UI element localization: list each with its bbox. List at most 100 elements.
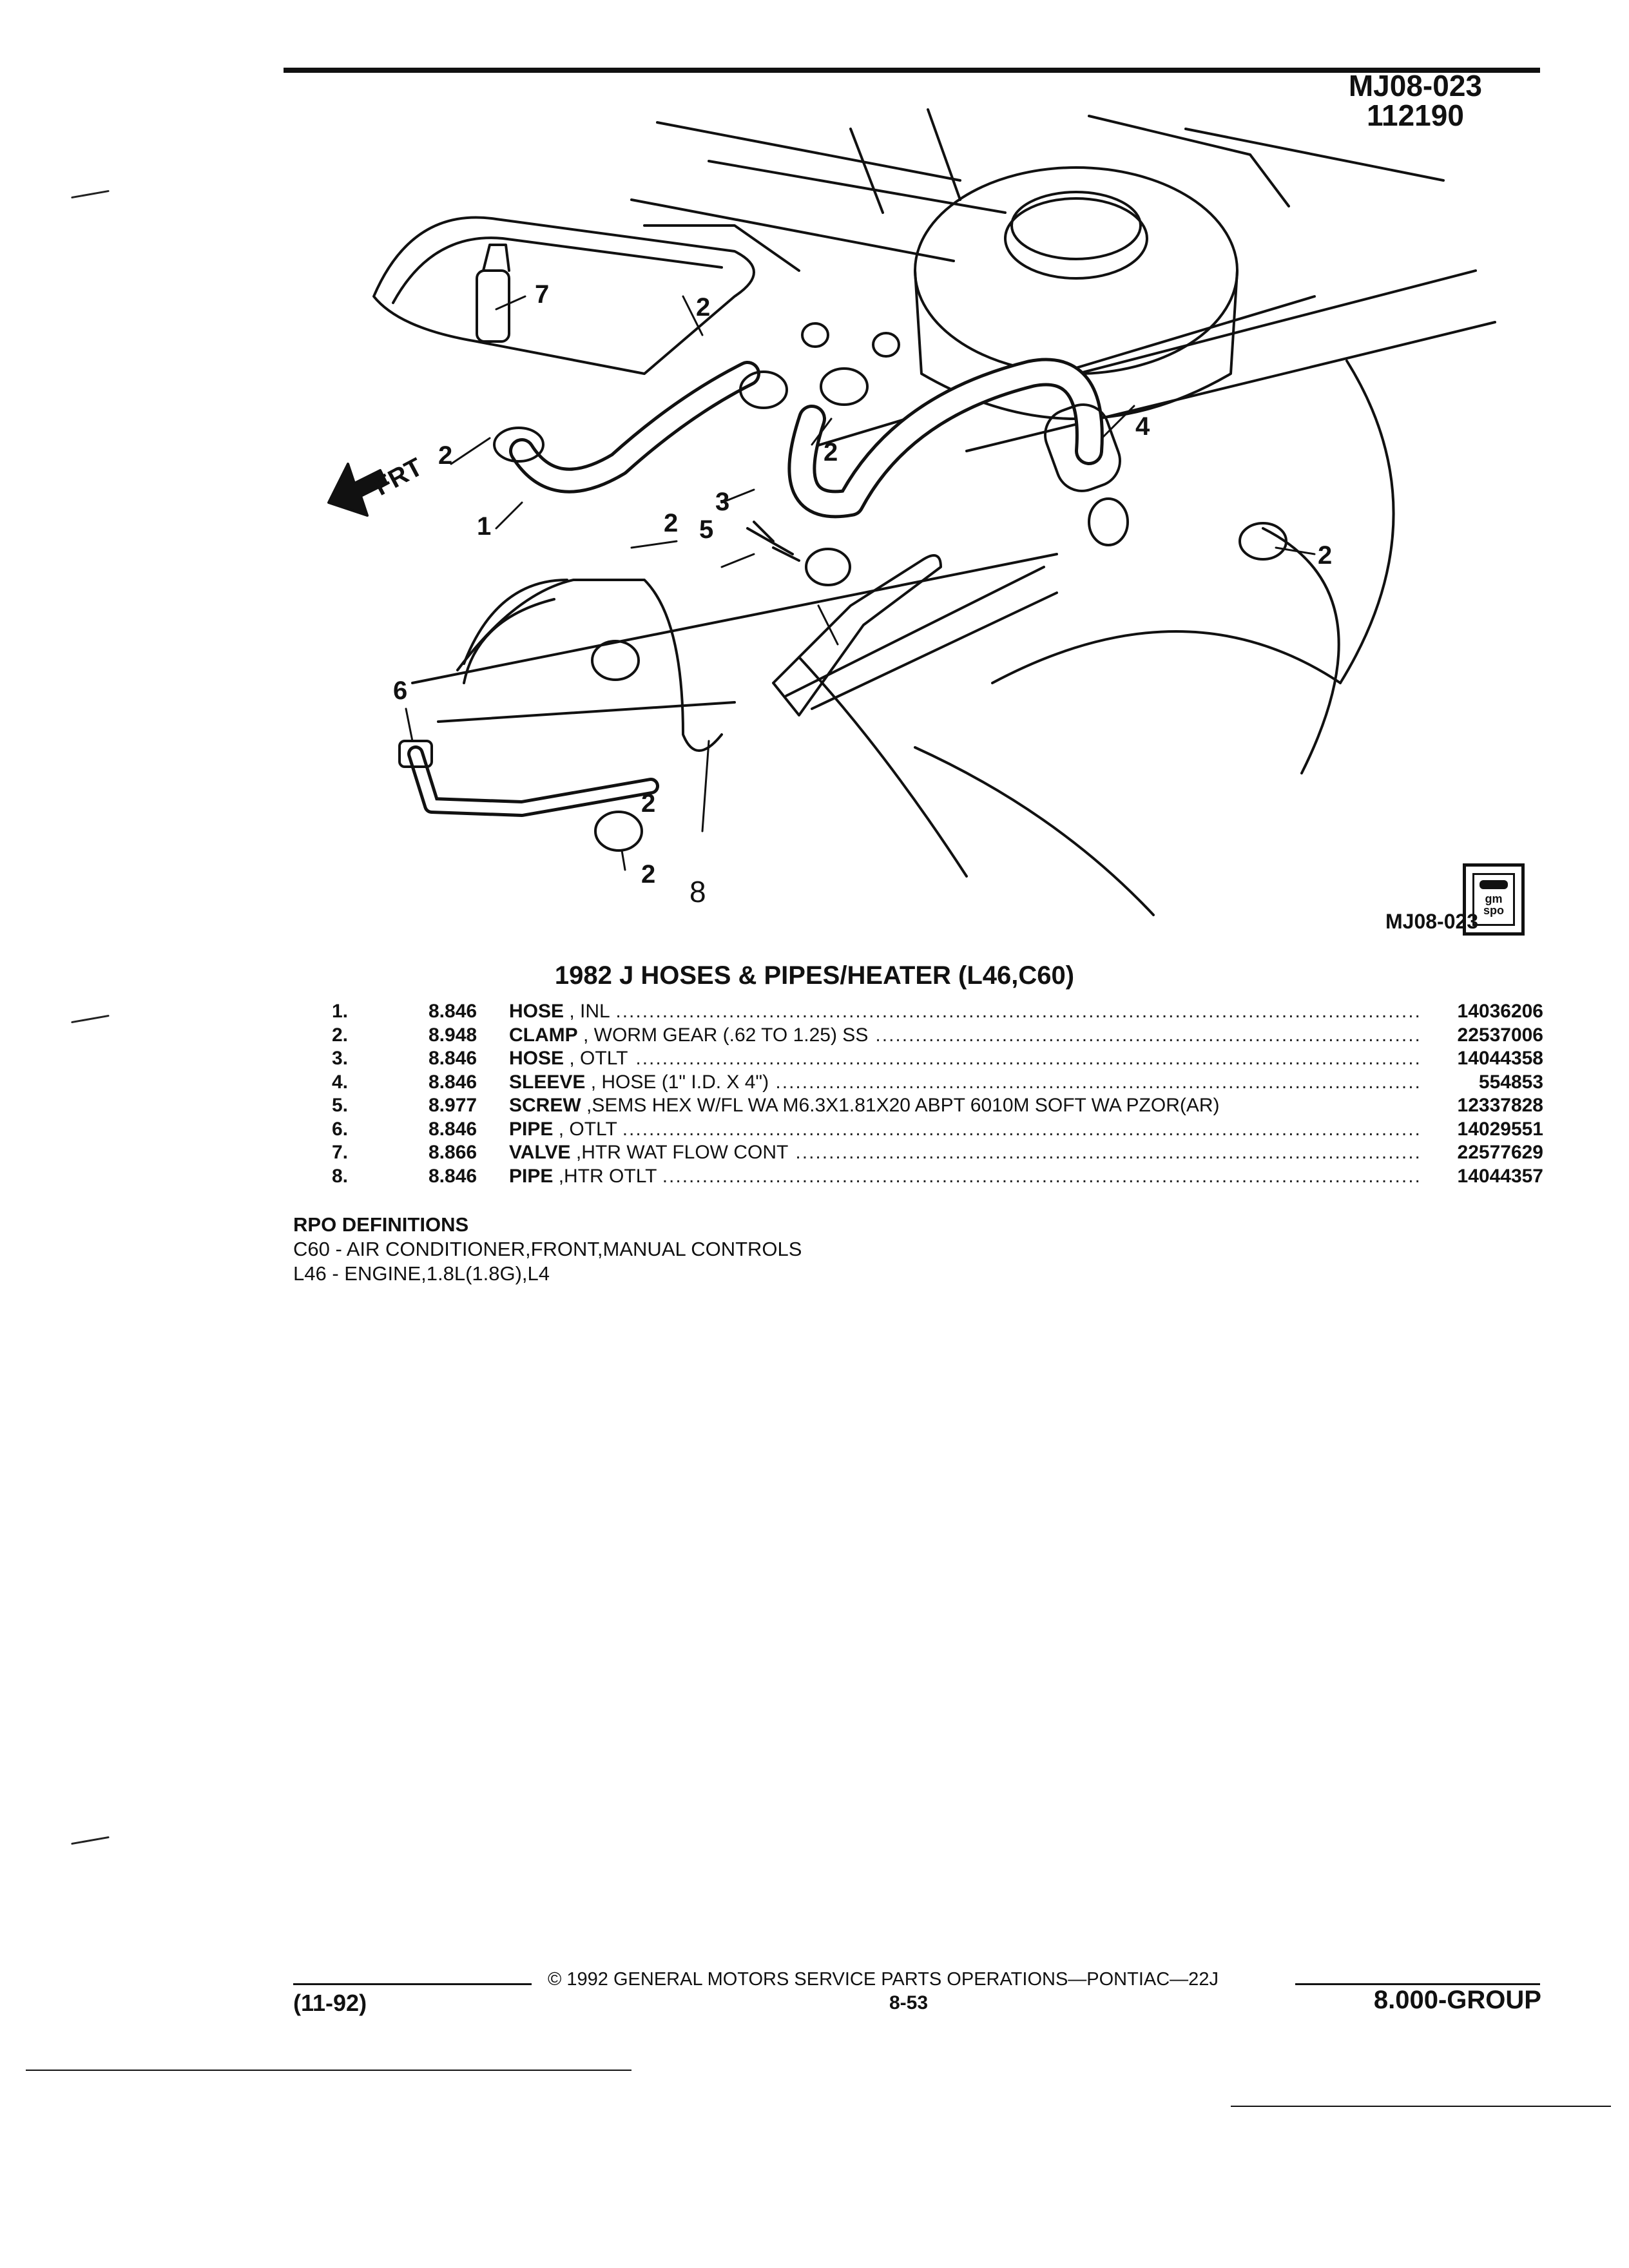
reference-code-id: MJ08-023 <box>1348 69 1482 102</box>
part-group: 8.948 <box>429 1024 477 1046</box>
callout-2f: 2 <box>641 789 655 818</box>
part-row: 1. 8.846 ...............................… <box>332 1000 1543 1024</box>
engine-bay-line <box>437 701 736 723</box>
part-row: 5. 8.977 SCREW ,SEMS HEX W/FL WA M6.3X1.… <box>332 1094 1543 1118</box>
engine-bay-line <box>656 121 961 182</box>
part-catalog-number: 22577629 <box>1451 1141 1543 1165</box>
rpo-definitions: RPO DEFINITIONS C60 - AIR CONDITIONER,FR… <box>293 1213 802 1286</box>
figure-id: MJ08-023 <box>1385 910 1479 933</box>
callout-5: 5 <box>699 515 713 544</box>
valve-cover <box>372 216 755 375</box>
engine-bay-line <box>965 321 1496 452</box>
lower-hose-body <box>456 579 723 752</box>
callout-2g: 2 <box>641 860 655 889</box>
callout-8: 8 <box>689 875 706 908</box>
parts-list-title: 1982 J HOSES & PIPES/HEATER (L46,C60) <box>554 961 1075 990</box>
heater-outlet-pipe <box>772 554 942 716</box>
clamp-group <box>493 367 1287 852</box>
copyright-line: © 1992 GENERAL MOTORS SERVICE PARTS OPER… <box>548 1969 1219 1990</box>
callout-2a: 2 <box>696 293 710 322</box>
callout-1: 1 <box>477 512 491 541</box>
part-number: 3. <box>332 1048 349 1069</box>
part-catalog-number: 22537006 <box>1451 1023 1543 1047</box>
part-number: 8. <box>332 1165 349 1187</box>
heater-valve-stem <box>482 244 510 272</box>
part-group: 8.846 <box>429 1165 477 1187</box>
part-row: 6. 8.846 ...............................… <box>332 1117 1543 1141</box>
outlet-pipe-fitting <box>398 740 433 768</box>
part-description: VALVE ,HTR WAT FLOW CONT <box>509 1141 795 1165</box>
part-group: 8.977 <box>429 1095 477 1116</box>
part-group: 8.846 <box>429 1118 477 1140</box>
callout-2d: 2 <box>1318 541 1332 570</box>
callout-2c: 2 <box>824 438 838 466</box>
gm-spo-logo-text: gm spo <box>1472 873 1515 926</box>
part-catalog-number: 14036206 <box>1451 1000 1543 1024</box>
top-rule <box>284 68 1540 73</box>
rpo-line: C60 - AIR CONDITIONER,FRONT,MANUAL CONTR… <box>293 1238 802 1260</box>
heater-valve <box>476 269 510 343</box>
part-number: 4. <box>332 1071 349 1093</box>
front-label: FRT <box>370 453 427 501</box>
part-description: CLAMP , WORM GEAR (.62 TO 1.25) SS <box>509 1023 875 1047</box>
outlet-pipe-inner <box>410 749 656 814</box>
grommet <box>801 322 829 348</box>
valve-cover-edge <box>392 236 723 304</box>
engine-bay-line <box>798 656 968 878</box>
part-description: SCREW ,SEMS HEX W/FL WA M6.3X1.81X20 ABP… <box>509 1094 1226 1118</box>
part-group: 8.846 <box>429 1001 477 1022</box>
air-cleaner-cap <box>1004 197 1148 280</box>
screw <box>746 521 800 562</box>
part-number: 7. <box>332 1142 349 1163</box>
scan-edge-line <box>26 2070 631 2071</box>
leader-dots: ........................................… <box>509 1048 1421 1069</box>
callout-6: 6 <box>393 677 407 705</box>
footer-rule-left <box>293 1983 532 1985</box>
engine-bay-line <box>927 108 961 201</box>
air-cleaner-cap-top <box>1010 191 1142 260</box>
hose-outlet-inner <box>791 361 1101 515</box>
scan-edge-line <box>1231 2106 1611 2107</box>
gm-spo-logo: gm spo <box>1463 863 1525 936</box>
binder-hole-mark <box>71 1014 110 1024</box>
parts-list: 1. 8.846 ...............................… <box>332 1000 1543 1188</box>
part-number: 2. <box>332 1024 349 1046</box>
part-group: 8.846 <box>429 1048 477 1069</box>
hose-sleeve <box>1044 403 1121 492</box>
lower-hose <box>463 579 568 684</box>
engine-bay-line <box>914 746 1155 916</box>
rpo-line: L46 - ENGINE,1.8L(1.8G),L4 <box>293 1262 550 1285</box>
leader-dots: ........................................… <box>509 1118 1421 1140</box>
part-row: 4. 8.846 ...............................… <box>332 1070 1543 1094</box>
engine-bay-line <box>630 198 955 262</box>
part-group: 8.866 <box>429 1142 477 1163</box>
engine-bay-line <box>849 128 884 214</box>
part-catalog-number: 14044357 <box>1451 1164 1543 1188</box>
engine-bay-line <box>708 160 1007 214</box>
callout-7: 7 <box>535 280 549 309</box>
grommet <box>872 332 900 358</box>
part-description: HOSE , OTLT <box>509 1047 635 1071</box>
engine-bay-line <box>991 630 1342 684</box>
footer-rule-right <box>1295 1983 1540 1985</box>
part-catalog-number: 14044358 <box>1451 1047 1543 1071</box>
binder-hole-mark <box>71 189 110 199</box>
reference-code-date: 112190 <box>1366 99 1464 132</box>
binder-hole-mark <box>71 1836 110 1845</box>
part-row: 7. 8.866 ...............................… <box>332 1141 1543 1165</box>
engine-bay-line <box>1262 527 1340 774</box>
hose-inlet-inner <box>512 364 757 490</box>
callout-4: 4 <box>1135 412 1150 441</box>
callout-3: 3 <box>715 488 729 516</box>
engine-bay-line <box>411 553 1058 684</box>
part-row: 2. 8.948 ...............................… <box>332 1023 1543 1047</box>
part-row: 3. 8.846 ...............................… <box>332 1047 1543 1071</box>
part-catalog-number: 14029551 <box>1451 1117 1543 1141</box>
part-number: 5. <box>332 1095 349 1116</box>
date-code: (11-92) <box>293 1990 367 2016</box>
part-catalog-number: 554853 <box>1472 1070 1543 1094</box>
engine-bay-line <box>1088 115 1290 207</box>
rpo-heading: RPO DEFINITIONS <box>293 1213 469 1236</box>
hose-sleeve-end <box>1088 497 1129 546</box>
callout-2b: 2 <box>438 441 452 470</box>
